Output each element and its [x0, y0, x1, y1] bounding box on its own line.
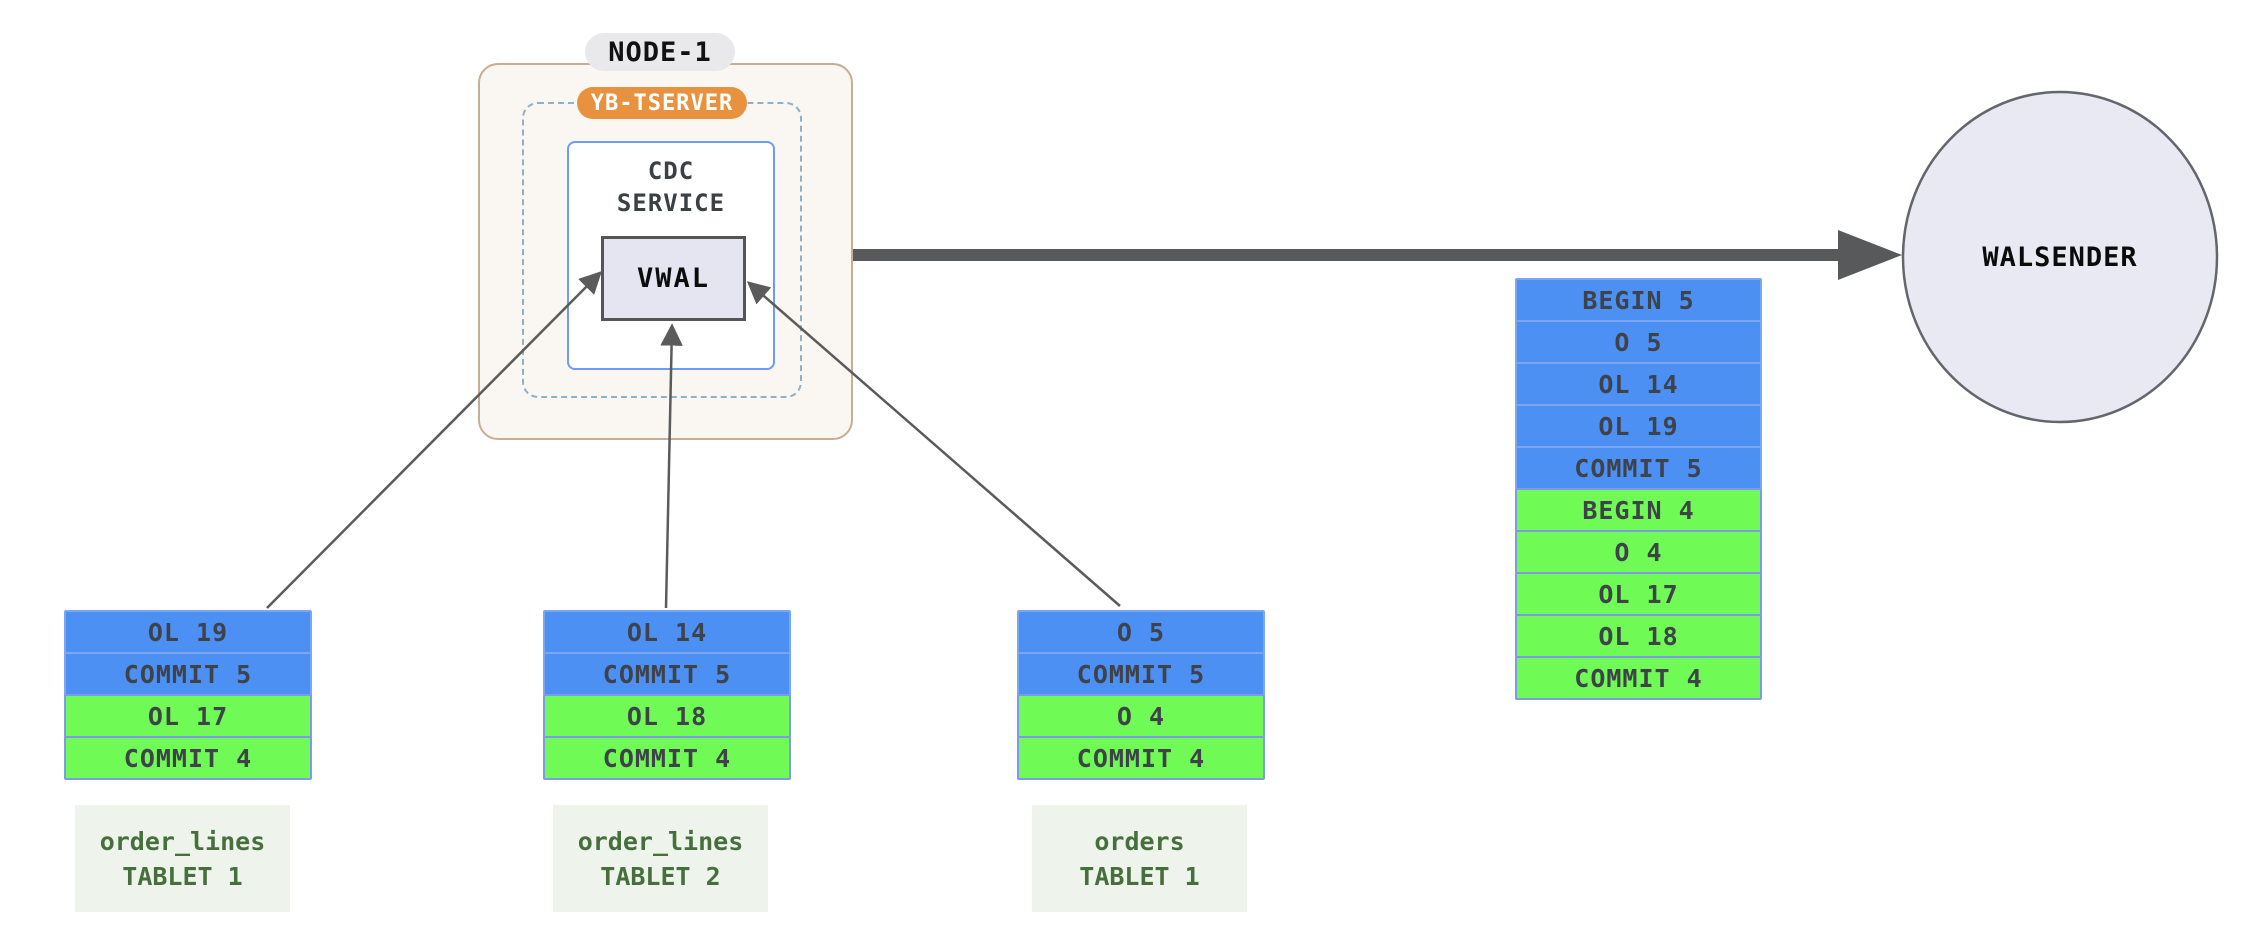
tablet1-label-line1: order_lines [99, 826, 266, 856]
log-row: COMMIT 5 [1017, 652, 1265, 696]
log-row: OL 14 [1515, 362, 1762, 406]
log-row: OL 18 [543, 694, 791, 738]
log-row: COMMIT 4 [1515, 656, 1762, 700]
yb-tserver-badge: YB-TSERVER [577, 87, 747, 119]
cdc-service-title-line1: CDC [647, 157, 695, 185]
log-row: OL 19 [64, 610, 312, 654]
log-row: COMMIT 5 [543, 652, 791, 696]
tablet2-label-line1: order_lines [577, 826, 744, 856]
tablet1-label-line2: TABLET 1 [122, 861, 243, 891]
log-row: OL 17 [64, 694, 312, 738]
vwal-box: VWAL [601, 236, 746, 321]
log-row: COMMIT 5 [64, 652, 312, 696]
log-row: OL 17 [1515, 572, 1762, 616]
tablet3-label: orders TABLET 1 [1032, 805, 1247, 912]
log-row: COMMIT 5 [1515, 446, 1762, 490]
log-row: COMMIT 4 [1017, 736, 1265, 780]
log-row: BEGIN 4 [1515, 488, 1762, 532]
walsender-label: WALSENDER [1982, 241, 2138, 273]
vwal-to-walsender-arrowhead [1838, 230, 1902, 280]
cdc-service-title: CDC SERVICE [569, 155, 773, 220]
log-row: O 5 [1515, 320, 1762, 364]
tablet1-label: order_lines TABLET 1 [75, 805, 290, 912]
tablet2-label-line2: TABLET 2 [600, 861, 721, 891]
log-row: BEGIN 5 [1515, 278, 1762, 322]
log-row: OL 14 [543, 610, 791, 654]
tablet2-label: order_lines TABLET 2 [553, 805, 768, 912]
cdc-service-title-line2: SERVICE [616, 189, 726, 218]
log-row: OL 18 [1515, 614, 1762, 658]
tablet3-label-line2: TABLET 1 [1079, 861, 1200, 891]
log-row: COMMIT 4 [543, 736, 791, 780]
node-1-title: NODE-1 [585, 33, 735, 71]
tablet3-label-line1: orders [1094, 826, 1185, 856]
log-row: O 4 [1515, 530, 1762, 574]
log-row: O 4 [1017, 694, 1265, 738]
log-row: O 5 [1017, 610, 1265, 654]
log-row: COMMIT 4 [64, 736, 312, 780]
log-row: OL 19 [1515, 404, 1762, 448]
